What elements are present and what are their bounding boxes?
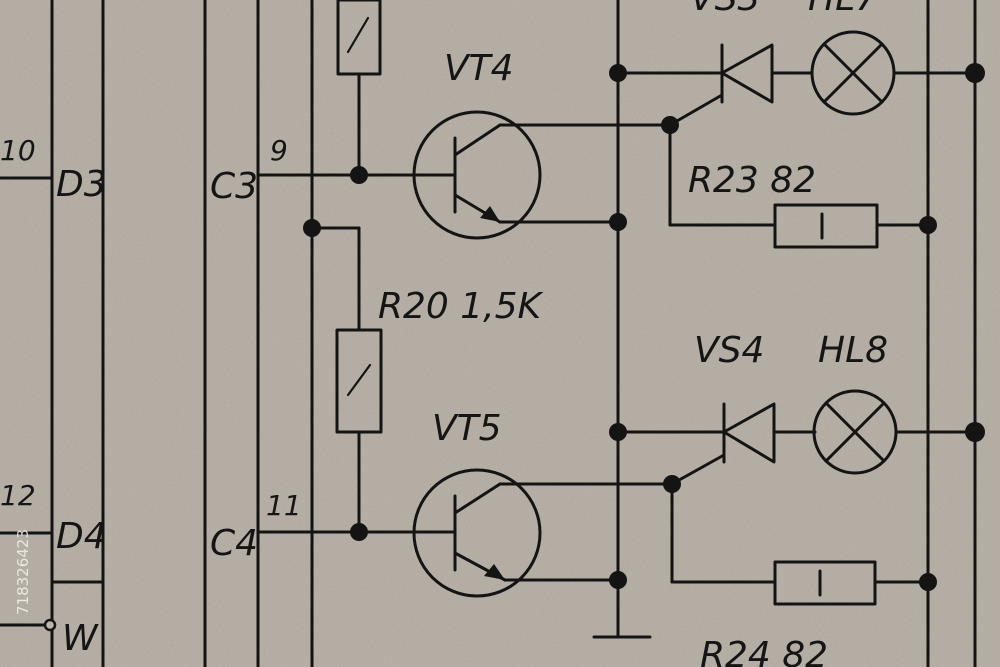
component-labels: VT4 VT5 VS3 HL7 VS4 HL8 R20 1,5K R23 82 … [0,0,888,667]
label-hl8: HL8 [818,330,888,371]
label-hl7: HL7 [808,0,878,19]
left-wires [0,176,105,632]
label-d3: D3 [56,164,107,205]
junction-dots [303,63,985,591]
resistor-top [336,0,382,177]
resistor-r20 [310,226,383,534]
thyristor-vs4 [616,402,817,486]
transistor-vt5 [412,468,674,598]
resistor-r24 [670,482,930,606]
lamp-hl7 [810,30,977,116]
stock-id-watermark: 718326423 [14,529,32,615]
label-r24: R24 82 [700,635,828,667]
label-d4: D4 [56,516,107,557]
bus-lines [50,0,977,667]
label-r23: R23 82 [688,160,816,201]
label-c4: C4 [210,523,258,564]
transistor-vt4 [412,110,672,240]
label-c3: C3 [210,166,258,207]
label-pin-11: 11 [266,489,302,522]
label-pin-9: 9 [270,134,288,167]
label-vt5: VT5 [432,408,502,449]
thyristor-vs3 [616,43,814,127]
label-pin-12: 12 [0,479,36,512]
label-vs4: VS4 [694,330,764,371]
lamp-hl8 [812,389,977,475]
label-w: W [62,618,99,659]
label-pin-10: 10 [0,134,36,167]
label-r20: R20 1,5K [378,286,544,327]
label-vt4: VT4 [444,48,514,89]
label-vs3: VS3 [690,0,760,19]
